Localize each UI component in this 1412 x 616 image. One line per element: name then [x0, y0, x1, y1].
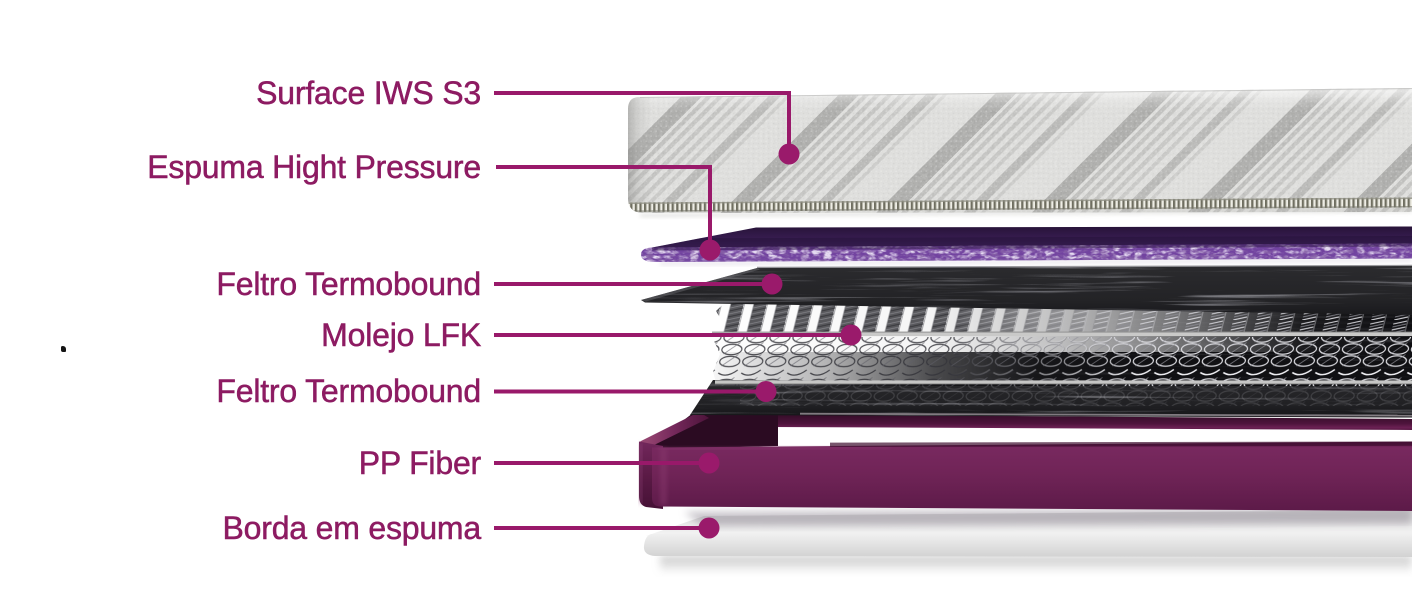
borda-front-face [643, 526, 1412, 557]
borda-drop-shadow [660, 556, 1412, 572]
label-molejo-lfk: Molejo LFK [321, 317, 482, 354]
leader-dot-feltro-2 [755, 381, 777, 402]
leader-lines [494, 91, 851, 530]
leader-line-surface [494, 91, 791, 154]
label-feltro-termobound-1: Feltro Termobound [216, 266, 481, 303]
frame-front-wall [652, 441, 1412, 511]
leader-dot-molejo [840, 324, 862, 346]
label-borda-em-espuma: Borda em espuma [222, 510, 481, 547]
frame-back-rim [757, 414, 1412, 430]
label-surface-iws-s3: Surface IWS S3 [256, 75, 482, 112]
spring-bottom-wire [715, 380, 1412, 384]
layer-pp-fiber-frame [639, 410, 1412, 511]
leader-dot-feltro-1 [761, 273, 783, 295]
layer-feltro-termobound-2 [690, 380, 1412, 418]
layer-surface-iws-s3 [628, 88, 1412, 217]
leader-dot-pp-fiber [698, 452, 720, 474]
spring-top-wire [712, 332, 1412, 337]
leader-dot-borda [698, 517, 720, 539]
label-feltro-termobound-2: Feltro Termobound [216, 373, 481, 410]
layer-espuma-hight-pressure [641, 226, 1412, 265]
leader-dot-espuma [699, 239, 721, 261]
frame-left-rim [640, 412, 709, 447]
frame-inner-shadow [645, 410, 778, 450]
layer-borda-em-espuma [643, 508, 1412, 572]
leader-dot-surface [778, 143, 800, 165]
leader-dots [698, 143, 862, 539]
label-espuma-hight-pressure: Espuma Hight Pressure [147, 149, 481, 186]
label-pp-fiber: PP Fiber [358, 445, 481, 482]
espuma-top-face [647, 226, 1412, 249]
stray-mark [61, 346, 66, 352]
leader-line-espuma [496, 165, 712, 250]
